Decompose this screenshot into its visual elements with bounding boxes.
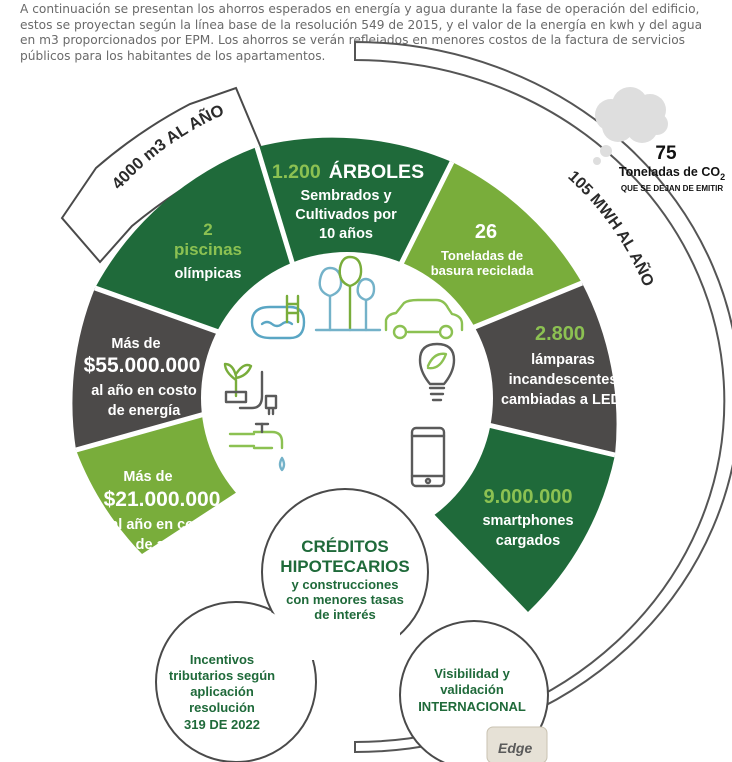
basura-number: 26 <box>475 221 497 243</box>
lamparas-line3: incandescentes <box>509 372 618 388</box>
smartphones-number: 9.000.000 <box>484 486 573 508</box>
co2-value: 75 <box>655 143 677 164</box>
incentivos-line2: tributarios según <box>169 668 275 683</box>
creditos-line4: con menores tasas <box>286 592 404 607</box>
incentivos-line5: 319 DE 2022 <box>184 717 260 732</box>
svg-text:Edge: Edge <box>498 740 532 756</box>
incentivos-line4: resolución <box>189 700 255 715</box>
agua-line4: de agua <box>136 537 192 553</box>
edge-seal: Edge <box>486 726 548 762</box>
cloud-icon <box>593 87 668 165</box>
incentivos-line3: aplicación <box>190 684 254 699</box>
segment-piscinas <box>95 147 302 335</box>
piscinas-number: 2 <box>203 220 212 239</box>
creditos-title2: HIPOTECARIOS <box>280 557 409 576</box>
segment-smartphones <box>430 420 615 612</box>
energia-line3: al año en costo <box>91 383 197 399</box>
faucet-icon <box>228 422 286 472</box>
piscinas-word: piscinas <box>174 240 242 259</box>
energia-line4: de energía <box>108 403 181 419</box>
visibilidad-line3: INTERNACIONAL <box>418 699 526 714</box>
co2-label: Toneladas de CO2 <box>619 165 725 182</box>
lamparas-number: 2.800 <box>535 323 585 345</box>
co2-caption: QUE SE DEJAN DE EMITIR <box>621 184 723 193</box>
basura-line3: basura reciclada <box>431 263 534 278</box>
energia-line1: Más de <box>111 336 160 352</box>
visibilidad-line2: validación <box>440 682 504 697</box>
trees-icon <box>314 255 382 332</box>
lamparas-line2: lámparas <box>531 352 595 368</box>
arboles-line3: Cultivados por <box>295 207 397 223</box>
bulb-icon <box>418 342 456 402</box>
lamparas-line4: cambiadas a LED. <box>501 392 625 408</box>
segment-lamparas <box>455 283 617 455</box>
creditos-line5: de interés <box>314 607 375 622</box>
car-icon <box>384 298 464 340</box>
smartphone-icon <box>410 426 446 488</box>
piscinas-line3: olímpicas <box>175 266 242 282</box>
energia-amount: $55.000.000 <box>84 354 201 377</box>
outer-ring <box>354 40 732 754</box>
arboles-line4: 10 años <box>319 226 373 242</box>
basura-line2: Toneladas de <box>441 248 523 263</box>
arboles-line2: Sembrados y <box>300 188 391 204</box>
visibilidad-line1: Visibilidad y <box>434 666 510 681</box>
intro-text: A continuación se presentan los ahorros … <box>20 2 703 63</box>
pool-icon <box>250 294 306 340</box>
agua-line3: al año en costo <box>110 517 216 533</box>
agua-amount: $21.000.000 <box>104 488 221 511</box>
creditos-title1: CRÉDITOS <box>301 537 389 556</box>
creditos-line3: y construcciones <box>292 577 399 592</box>
plug-plant-icon <box>223 362 278 416</box>
incentivos-line1: Incentivos <box>190 652 254 667</box>
smartphones-line3: cargados <box>496 533 560 549</box>
agua-line1: Más de <box>123 469 172 485</box>
segment-energia <box>72 288 230 450</box>
smartphones-line2: smartphones <box>482 513 573 529</box>
